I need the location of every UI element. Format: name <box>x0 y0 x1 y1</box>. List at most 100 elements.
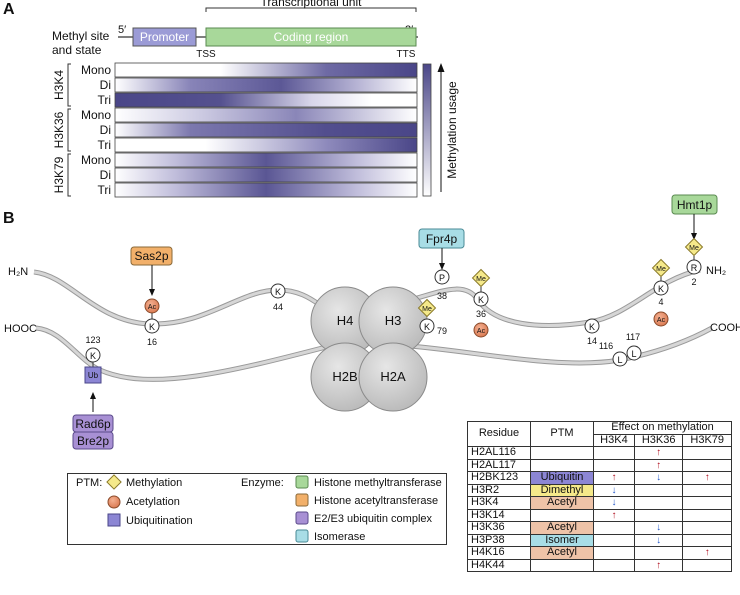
state-label: Di <box>100 123 111 137</box>
arrow-down-icon: ↓ <box>656 522 662 533</box>
heatmap-row-h3k4-mono <box>114 62 418 78</box>
group-bracket-h3k79 <box>67 153 71 197</box>
table-cell-ptm: Ubiquitin <box>530 471 594 485</box>
svg-text:K: K <box>90 351 96 361</box>
residue-l117 <box>626 345 642 361</box>
state-label: Di <box>100 78 111 92</box>
methyl-mark-r2 <box>684 237 704 257</box>
methyl-mark-k36 <box>471 268 491 288</box>
svg-text:Me: Me <box>422 306 432 313</box>
residue-k79-number: 79 <box>437 326 447 336</box>
table-cell-effect: ↓ <box>633 521 684 535</box>
table-cell-ptm <box>530 508 594 522</box>
enzyme-rad6p-label: Rad6p <box>75 417 111 431</box>
svg-text:Ub: Ub <box>88 371 99 380</box>
svg-text:Ac: Ac <box>148 304 157 311</box>
heatmap-row-h3k36-di <box>114 122 418 138</box>
enzyme-fpr4p-label: Fpr4p <box>426 232 458 246</box>
histone-h2b-label: H2B <box>332 369 357 384</box>
h2a-tail <box>409 325 714 366</box>
legend-ubiquitin-complex-swatch <box>295 511 309 525</box>
heatmap-row-h3k4-di <box>114 77 418 93</box>
table-cell-effect <box>593 521 635 535</box>
h3-nh2-label: NH₂ <box>706 265 726 277</box>
arrow-up-icon: ↑ <box>611 472 617 483</box>
usage-arrow-head <box>437 63 445 72</box>
arrow-down-icon: ↓ <box>611 484 617 496</box>
table-cell-effect: ↑ <box>633 446 684 460</box>
table-cell-residue: H2AL117 <box>467 458 531 472</box>
residue-l116 <box>612 351 628 367</box>
methyl-mark-k4 <box>651 258 671 278</box>
table-cell-effect <box>633 483 684 497</box>
state-label: Mono <box>81 153 111 167</box>
methyl-site-label-line1: Methyl site <box>52 29 110 43</box>
legend-methyltransferase-swatch <box>295 475 309 489</box>
group-label-h3k4: H3K4 <box>52 70 66 100</box>
enzyme-sas2p-label: Sas2p <box>134 249 168 263</box>
svg-text:K: K <box>478 295 484 305</box>
group-label-h3k36: H3K36 <box>52 111 66 148</box>
tts-label: TTS <box>397 49 416 60</box>
table-cell-effect <box>682 533 732 547</box>
table-cell-residue: H3K4 <box>467 496 531 510</box>
usage-label: Methylation usage <box>445 81 459 179</box>
table-cell-effect <box>593 558 635 572</box>
residue-r2 <box>686 259 702 275</box>
table-cell-effect <box>682 483 732 497</box>
legend-acetyltransferase-label: Histone acetyltransferase <box>314 495 439 507</box>
table-cell-effect: ↓ <box>633 533 684 547</box>
heatmap-row-h3k36-mono <box>114 107 418 123</box>
svg-text:Me: Me <box>689 245 699 252</box>
arrow-up-icon: ↑ <box>611 509 617 521</box>
table-row: H2AL117↑ <box>467 458 732 472</box>
arrow-up-icon: ↑ <box>656 559 662 571</box>
table-header-residue: Residue <box>467 421 531 447</box>
legend-enzyme-title: Enzyme: <box>241 477 284 489</box>
residue-k16-number: 16 <box>147 337 157 347</box>
svg-text:R: R <box>691 263 698 273</box>
effect-table: Residue PTM Effect on methylation H3K4 H… <box>467 421 732 572</box>
state-label: Mono <box>81 108 111 122</box>
svg-text:K: K <box>149 322 155 332</box>
table-cell-effect <box>682 558 732 572</box>
table-header-h3k4: H3K4 <box>593 433 635 447</box>
table-cell-effect <box>682 446 732 460</box>
legend-acetylation-icon <box>107 495 121 509</box>
table-cell-ptm: Dimethyl <box>530 483 594 497</box>
table-cell-effect: ↑ <box>633 558 684 572</box>
residue-k44 <box>270 283 286 299</box>
table-cell-effect: ↓ <box>593 483 635 497</box>
residue-l117-number: 117 <box>626 332 640 342</box>
residue-k36-number: 36 <box>476 309 486 319</box>
acetyl-mark-k36 <box>473 322 489 338</box>
residue-k36 <box>473 291 489 307</box>
residue-k16 <box>144 318 160 334</box>
state-label: Di <box>100 168 111 182</box>
svg-text:K: K <box>424 322 430 332</box>
table-cell-effect: ↑ <box>682 471 732 485</box>
residue-k79 <box>419 318 435 334</box>
coding-region-box <box>205 27 417 47</box>
group-bracket-h3k36 <box>67 108 71 152</box>
arrow-up-icon: ↑ <box>704 547 710 558</box>
residue-k44-number: 44 <box>273 302 283 312</box>
legend-methylation-label: Methylation <box>126 477 183 489</box>
table-cell-effect: ↓ <box>633 471 684 485</box>
legend-ubiquitin-complex-label: E2/E3 ubiquitin complex <box>314 513 433 525</box>
methyl-site-label-line2: and state <box>52 43 102 57</box>
residue-k4-number: 4 <box>658 297 663 307</box>
legend-isomerase-swatch <box>295 529 309 543</box>
histone-h4-label: H4 <box>337 313 354 328</box>
arrow-down-icon: ↓ <box>656 534 662 546</box>
table-cell-ptm <box>530 458 594 472</box>
legend-acetylation-label: Acetylation <box>126 496 180 508</box>
panel-a-label: A <box>3 1 15 18</box>
table-cell-ptm <box>530 446 594 460</box>
table-cell-effect: ↑ <box>593 508 635 522</box>
table-row: H4K44↑ <box>467 558 732 572</box>
table-cell-residue: H4K16 <box>467 546 531 560</box>
